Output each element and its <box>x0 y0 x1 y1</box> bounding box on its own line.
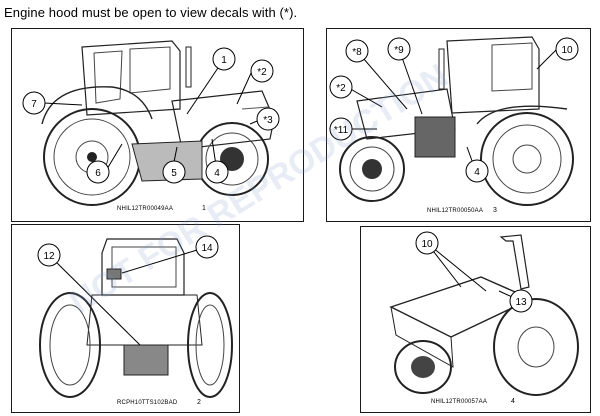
fig4-callout-13: 13 <box>515 297 527 308</box>
fig1-callout-3: *3 <box>263 115 273 126</box>
figure-2-panel: 12 14 RCPH10TTS102BAD 2 <box>11 224 240 413</box>
page-heading: Engine hood must be open to view decals … <box>4 5 298 20</box>
tractor-iso-illustration-4: 10 13 <box>389 231 579 396</box>
fig2-callout-12: 12 <box>43 251 55 262</box>
fig1-callout-1: 1 <box>221 55 227 66</box>
figure-4-panel: 10 13 NHIL12TR00057AA 4 <box>360 226 591 413</box>
figure-1-code: NHIL12TR00049AA <box>117 206 174 212</box>
fig1-callout-4: 4 <box>214 168 220 179</box>
figure-3-panel: *8 *9 10 *2 *11 4 NHIL12TR00050AA 3 <box>326 28 591 222</box>
fig4-callout-10: 10 <box>421 239 433 250</box>
fig3-callout-11: *11 <box>334 125 349 136</box>
fig3-callout-2: *2 <box>336 83 346 94</box>
fig3-callout-4: 4 <box>474 167 480 178</box>
figure-4-number: 4 <box>511 398 515 405</box>
tractor-side-illustration-1: 1 *2 *3 4 5 6 7 <box>22 40 280 206</box>
fig3-callout-8: *8 <box>352 47 362 58</box>
figure-1-number: 1 <box>202 205 206 212</box>
figure-2-number: 2 <box>197 399 201 406</box>
figure-2-code: RCPH10TTS102BAD <box>117 400 178 406</box>
tractor-rear-illustration-2: 12 14 <box>37 235 233 398</box>
fig1-callout-2: *2 <box>257 67 267 78</box>
figure-1-panel: 1 *2 *3 4 5 6 7 NHIL12TR00049AA 1 <box>11 28 304 222</box>
figure-4-code: NHIL12TR00057AA <box>431 399 488 405</box>
figure-3-code: NHIL12TR00050AA <box>427 208 484 214</box>
fig2-callout-14: 14 <box>201 243 213 254</box>
fig3-callout-10: 10 <box>561 45 573 56</box>
fig1-callout-7: 7 <box>31 99 37 110</box>
fig3-callout-9: *9 <box>394 45 404 56</box>
tractor-side-illustration-3: *8 *9 10 *2 *11 4 <box>329 36 579 206</box>
fig1-callout-6: 6 <box>95 168 101 179</box>
figure-3-number: 3 <box>493 207 497 214</box>
fig1-callout-5: 5 <box>171 168 177 179</box>
